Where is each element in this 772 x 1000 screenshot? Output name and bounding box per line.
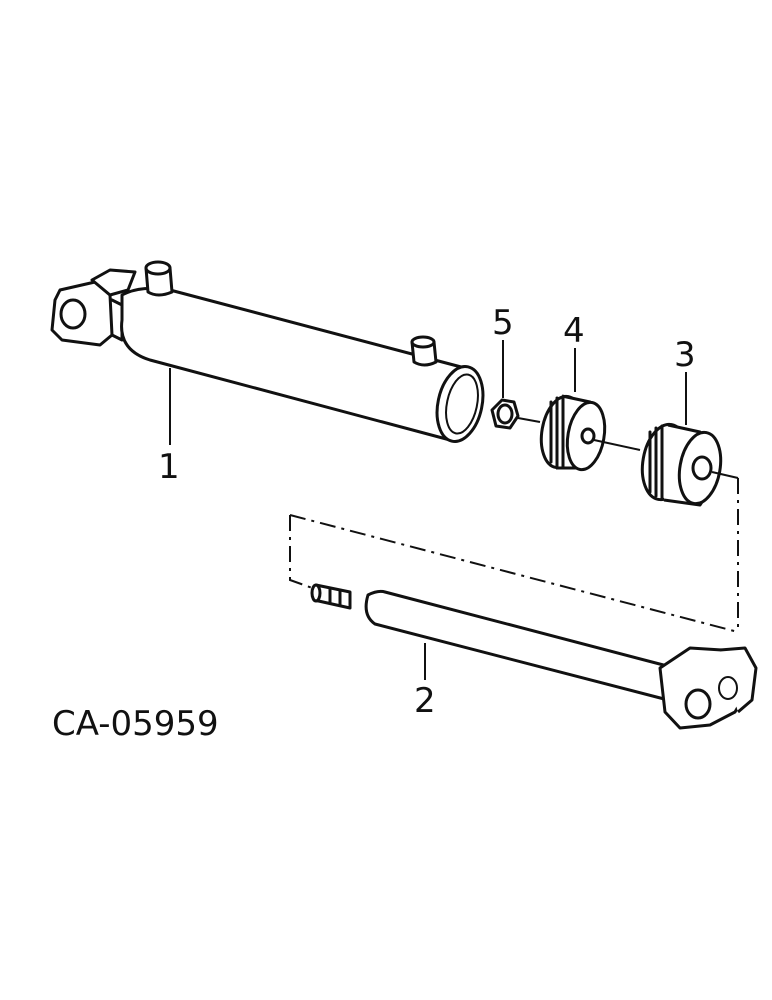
- gland: [640, 422, 723, 507]
- leader-lines: [169, 340, 687, 680]
- callout-3: 3: [674, 335, 696, 375]
- callout-1: 1: [158, 447, 180, 487]
- callout-2: 2: [414, 681, 436, 721]
- callout-4: 4: [563, 311, 585, 351]
- piston-rod: [310, 583, 758, 730]
- piston: [539, 394, 607, 472]
- cylinder-barrel: [50, 260, 485, 443]
- assembly-centerline: [289, 417, 739, 633]
- callout-5: 5: [492, 303, 514, 343]
- drawing-number: CA-05959: [52, 704, 219, 744]
- piston-nut: [490, 398, 520, 430]
